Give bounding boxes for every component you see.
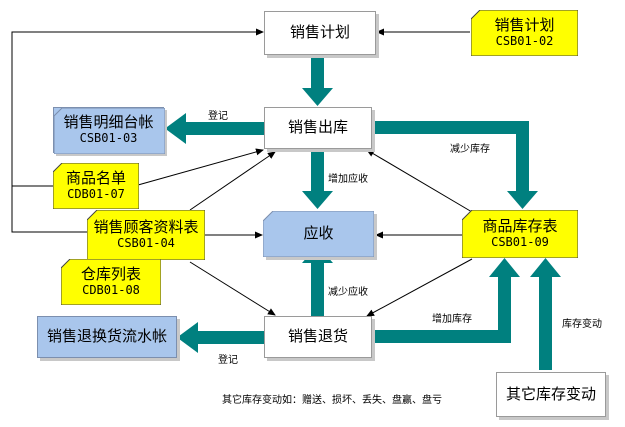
node-customer-info: 销售顾客资料表 CSB01-04	[87, 210, 205, 260]
node-other-change-label: 其它库存变动	[505, 384, 596, 403]
node-detail-ledger-title: 销售明细台帐	[63, 113, 154, 132]
node-inventory-table: 商品库存表 CSB01-09	[462, 210, 578, 258]
ledger-shape	[54, 108, 165, 154]
node-sales-outbound-label: 销售出库	[287, 118, 348, 137]
edge-label-reduce-inventory: 减少库存	[450, 144, 490, 155]
line-customer-to-return	[189, 261, 276, 316]
node-other-inventory-change: 其它库存变动	[496, 372, 606, 417]
line-inventory-to-outbound	[366, 149, 473, 213]
arrow-return-to-receivable	[302, 245, 333, 316]
edge-label-increase-inventory: 增加库存	[432, 314, 472, 325]
node-sales-plan: 销售计划	[264, 11, 376, 55]
node-plan-doc-code: CSB01-02	[495, 33, 554, 48]
arrow-other-to-inventory	[530, 258, 561, 370]
node-plan-doc: 销售计划 CSB01-02	[471, 10, 578, 56]
line-customer-to-outbound	[189, 151, 276, 211]
edge-label-reduce-receivable: 减少应收	[328, 287, 368, 298]
node-detail-ledger-code: CSB01-03	[79, 130, 138, 145]
node-product-list: 商品名单 CDB01-07	[53, 163, 139, 209]
node-customer-info-code: CSB01-04	[117, 235, 175, 250]
thin-lines	[11, 28, 473, 317]
node-receivable-label: 应收	[303, 224, 334, 243]
node-sales-outbound: 销售出库	[264, 107, 372, 149]
node-sales-return: 销售退货	[264, 316, 372, 358]
node-warehouse-list: 仓库列表 CDB01-08	[61, 259, 161, 305]
customer-info-shape	[87, 210, 205, 260]
node-return-ledger-label: 销售退换货流水帐	[46, 327, 167, 346]
node-return-ledger: 销售退换货流水帐	[37, 316, 177, 358]
edge-label-increase-receivable: 增加应收	[328, 174, 368, 185]
product-list-shape	[53, 163, 139, 209]
node-product-list-title: 商品名单	[65, 169, 126, 188]
node-product-list-code: CDB01-07	[67, 186, 125, 201]
node-receivable: 应收	[263, 211, 374, 257]
node-customer-info-title: 销售顾客资料表	[93, 218, 199, 237]
edge-label-inventory-change: 库存变动	[562, 319, 602, 330]
node-inventory-table-code: CSB01-09	[491, 234, 549, 249]
receivable-shape	[263, 211, 374, 257]
arrow-outbound-to-inventory	[372, 121, 538, 209]
arrow-outbound-to-receivable	[302, 146, 333, 209]
line-left-loop-to-plan	[11, 28, 264, 233]
node-sales-detail-ledger: 销售明细台帐 CSB01-03	[53, 107, 165, 154]
node-warehouse-list-title: 仓库列表	[80, 265, 141, 284]
node-inventory-table-title: 商品库存表	[482, 217, 558, 236]
edge-label-register-top: 登记	[208, 111, 228, 122]
warehouse-list-shape	[61, 259, 161, 305]
footnote: 其它库存变动如：赠送、损坏、丢失、盘赢、盘亏	[222, 395, 442, 406]
arrow-return-to-inventory	[372, 258, 520, 343]
node-plan-doc-title: 销售计划	[494, 16, 555, 35]
arrow-plan-to-outbound	[302, 57, 333, 106]
inventory-table-shape	[462, 210, 578, 258]
arrow-outbound-to-ledger	[165, 113, 265, 144]
arrow-return-to-ledger	[177, 322, 265, 353]
plan-doc-shape	[471, 10, 578, 56]
thick-arrows	[165, 57, 561, 370]
node-warehouse-list-code: CDB01-08	[82, 282, 140, 297]
line-productlist-to-outbound	[137, 148, 264, 186]
node-sales-plan-label: 销售计划	[289, 23, 350, 42]
edge-label-register-bottom: 登记	[218, 355, 238, 366]
line-inventory-to-return	[366, 258, 473, 317]
node-sales-return-label: 销售退货	[287, 327, 348, 346]
